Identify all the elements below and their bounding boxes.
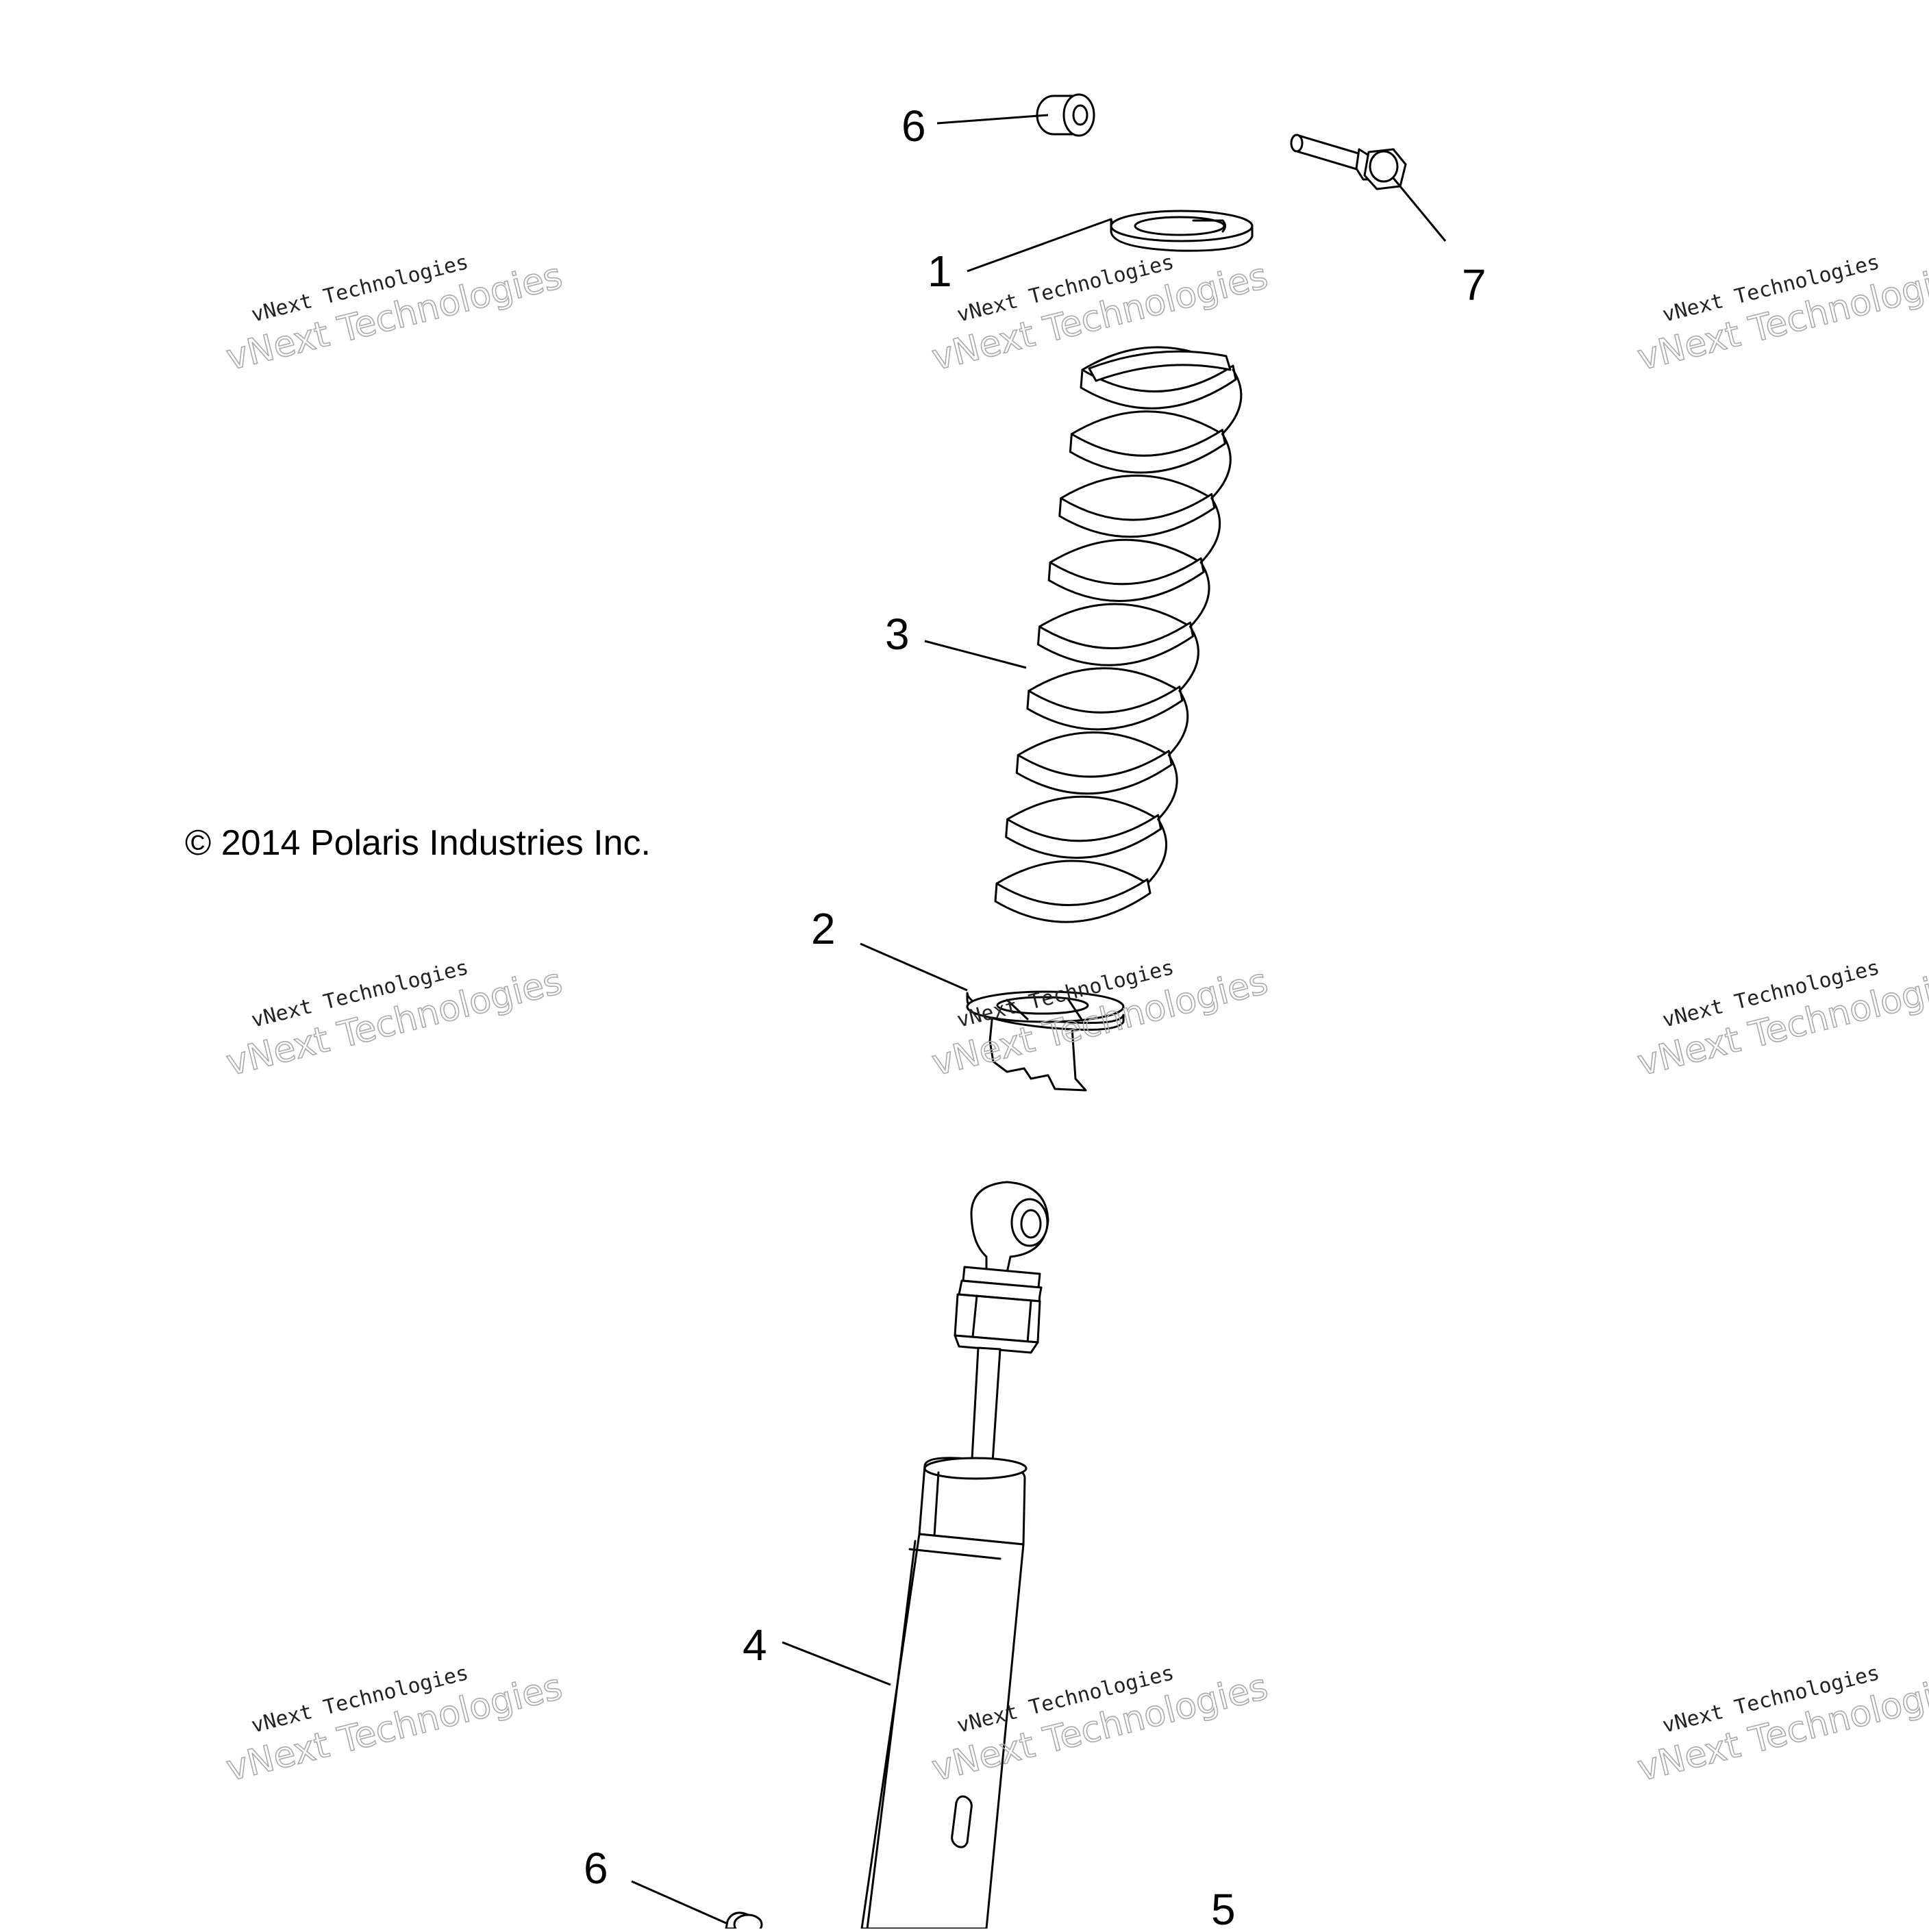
callout-5: 5 (1211, 1885, 1236, 1929)
part-4-shock-absorber[interactable] (860, 1181, 1049, 1930)
leader-6-top (936, 114, 1049, 125)
callout-6-bottom: 6 (584, 1844, 608, 1893)
part-6-bushing-bottom (725, 1911, 763, 1932)
leader-1 (967, 218, 1112, 273)
watermark: vNext Technologies vNext Technologies (222, 250, 567, 379)
leader-3 (924, 640, 1027, 669)
watermark-layer: vNext Technologies vNext Technologies vN… (222, 250, 1929, 1790)
callout-6-top: 6 (901, 101, 926, 151)
callout-7: 7 (1462, 260, 1486, 310)
leader-2 (860, 942, 968, 992)
part-2-lower-retainer (966, 990, 1125, 1092)
callouts: 6 7 1 3 2 4 6 5 (584, 101, 1486, 1932)
watermark: vNext Technologies vNext Technologies (1633, 1661, 1929, 1790)
copyright-notice: © 2014 Polaris Industries Inc. (185, 823, 651, 863)
part-7-bolt (1290, 134, 1407, 190)
watermark: vNext Technologies vNext Technologies (222, 1661, 567, 1790)
leader-6-bottom (631, 1880, 727, 1924)
watermark: vNext Technologies vNext Technologies (1633, 955, 1929, 1085)
watermark: vNext Technologies vNext Technologies (928, 955, 1273, 1085)
callout-3: 3 (885, 610, 910, 659)
callout-4: 4 (743, 1620, 767, 1670)
leader-lines (631, 114, 1447, 1924)
watermark: vNext Technologies vNext Technologies (1633, 250, 1929, 379)
callout-1: 1 (928, 247, 952, 296)
leader-4 (782, 1641, 891, 1686)
part-6-bushing-top (1036, 93, 1095, 137)
part-3-coil-spring[interactable] (994, 346, 1243, 923)
callout-2: 2 (811, 904, 836, 953)
leader-7 (1392, 177, 1447, 242)
watermark: vNext Technologies vNext Technologies (222, 955, 567, 1085)
part-1-upper-retainer (1110, 210, 1254, 252)
